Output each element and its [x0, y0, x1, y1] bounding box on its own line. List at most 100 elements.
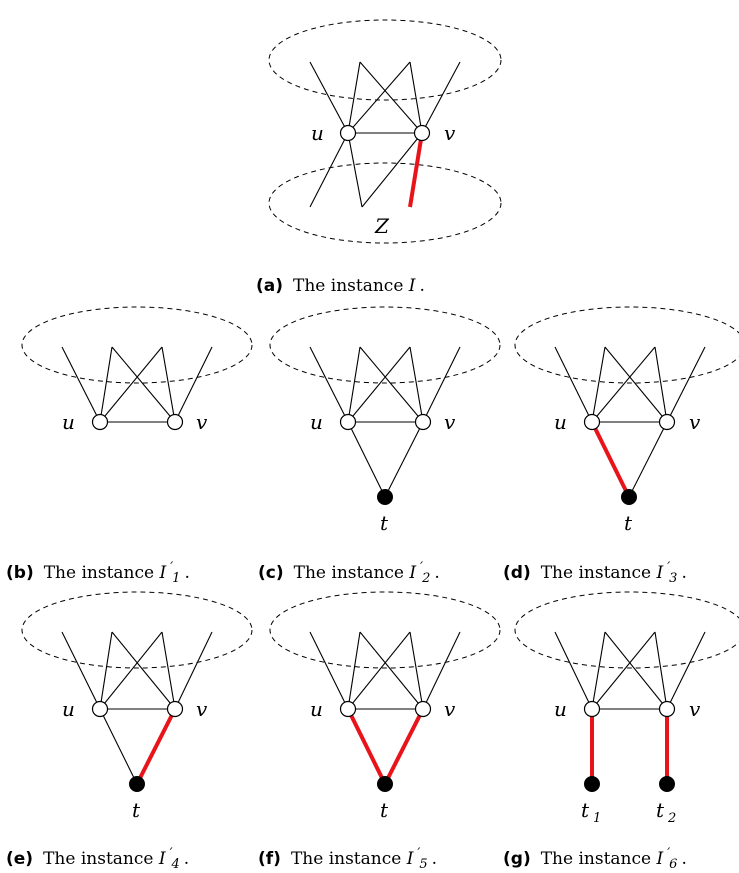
- edge: [347, 61, 361, 134]
- top-cluster-ellipse: [21, 591, 253, 669]
- top-cluster-ellipse: [269, 306, 501, 384]
- caption-sub: 5: [419, 857, 427, 872]
- caption-prime: ′: [420, 560, 423, 575]
- vertex-v: [414, 700, 432, 718]
- edge: [604, 346, 668, 423]
- panel-d: u v t (d) The instance I ′ 3 .: [503, 306, 739, 586]
- caption-f: (f) The instance I ′ 5 .: [258, 844, 437, 872]
- terminal-t: [377, 776, 393, 792]
- label-t: t: [624, 511, 633, 535]
- edge: [347, 631, 361, 710]
- caption-symbol: I: [408, 276, 416, 296]
- caption-text: The instance: [44, 563, 160, 583]
- edge: [61, 631, 101, 710]
- caption-symbol: I: [655, 849, 663, 869]
- caption-text: The instance: [291, 849, 407, 869]
- caption-tag: (c): [258, 563, 284, 583]
- edge: [111, 631, 176, 710]
- caption-end: .: [434, 563, 439, 583]
- label-v: v: [444, 121, 456, 145]
- vertex-u: [339, 124, 357, 142]
- caption-prime: ′: [170, 560, 173, 575]
- top-cluster-ellipse: [268, 19, 502, 101]
- edge-u-t: [347, 421, 386, 498]
- edge: [409, 61, 423, 134]
- edge: [347, 631, 411, 710]
- caption-prime: ′: [170, 846, 173, 861]
- top-cluster-ellipse: [21, 306, 253, 384]
- terminal-t: [377, 489, 393, 505]
- caption-tag: (g): [503, 849, 531, 869]
- vertex-v: [413, 124, 431, 142]
- panel-e: u v t (e) The instance I ′ 4 .: [6, 591, 253, 872]
- caption-text: The instance: [43, 849, 159, 869]
- top-cluster-ellipse: [514, 306, 739, 384]
- label-v: v: [689, 410, 701, 434]
- edge: [422, 346, 461, 423]
- vertex-v: [166, 413, 184, 431]
- caption-sub: 2: [421, 571, 430, 586]
- caption-e: (e) The instance I ′ 4 .: [6, 844, 189, 872]
- label-v: v: [196, 697, 208, 721]
- bottom-cluster-z-ellipse: [268, 162, 502, 244]
- panel-c: u v t (c) The instance I ′ 2 .: [258, 306, 501, 586]
- edge: [347, 132, 363, 208]
- terminal-t2: [659, 776, 675, 792]
- vertex-u: [91, 700, 109, 718]
- caption-tag: (b): [6, 563, 34, 583]
- caption-text: The instance: [293, 276, 409, 296]
- caption-tag: (e): [6, 849, 33, 869]
- top-cluster-ellipse: [269, 591, 501, 669]
- edge: [421, 61, 461, 134]
- caption-d: (d) The instance I ′ 3 .: [503, 558, 687, 586]
- label-u: u: [62, 697, 75, 721]
- caption-sub: 6: [669, 857, 677, 872]
- caption-symbol: I: [408, 563, 416, 583]
- label-u: u: [311, 121, 324, 145]
- edge: [591, 346, 656, 423]
- edge-v-t: [628, 421, 668, 498]
- edge: [161, 346, 176, 423]
- caption-sub: 3: [669, 571, 677, 586]
- edge: [111, 346, 176, 423]
- vertex-v: [658, 700, 676, 718]
- edge: [347, 346, 361, 423]
- caption-sub: 4: [171, 857, 180, 872]
- edge: [359, 631, 424, 710]
- panel-a: u v Z (a) The instance I .: [256, 19, 502, 296]
- edge: [361, 132, 423, 208]
- vertex-u: [583, 700, 601, 718]
- caption-sub: 1: [172, 571, 180, 586]
- edge: [309, 631, 349, 710]
- label-v: v: [444, 697, 456, 721]
- edge: [359, 61, 423, 134]
- edge: [99, 346, 113, 423]
- edge: [654, 631, 668, 710]
- highlighted-edge-v-t: [383, 708, 425, 785]
- label-t1-base: t: [581, 798, 590, 822]
- label-u: u: [310, 410, 323, 434]
- caption-symbol: I: [406, 849, 414, 869]
- edge: [99, 631, 163, 710]
- vertex-u: [91, 413, 109, 431]
- caption-tag: (f): [258, 849, 281, 869]
- edge: [591, 631, 656, 710]
- highlighted-edge-u-t: [590, 421, 631, 498]
- edge: [99, 346, 163, 423]
- edge-v-t: [384, 421, 424, 498]
- caption-prime: ′: [667, 846, 670, 861]
- edge: [604, 631, 668, 710]
- caption-symbol: I: [158, 563, 166, 583]
- caption-symbol: I: [158, 849, 166, 869]
- edge: [99, 631, 113, 710]
- terminal-t: [621, 489, 637, 505]
- caption-tag: (d): [503, 563, 531, 583]
- label-t1-sub: 1: [593, 811, 601, 826]
- edge: [309, 132, 349, 208]
- edge: [666, 631, 706, 710]
- caption-end: .: [420, 276, 425, 296]
- edge: [422, 631, 461, 710]
- edge: [61, 346, 101, 423]
- vertex-u: [339, 700, 357, 718]
